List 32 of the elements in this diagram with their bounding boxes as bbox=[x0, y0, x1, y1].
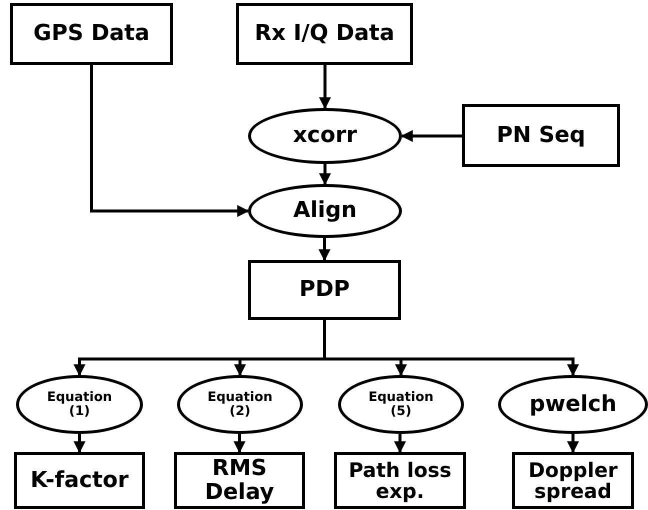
node-label: Rx I/Q Data bbox=[254, 22, 394, 46]
node-label: Equation (1) bbox=[46, 390, 114, 418]
process-box bbox=[10, 3, 173, 65]
node-label: K-factor bbox=[30, 468, 129, 492]
result-box bbox=[334, 452, 466, 509]
arrow bbox=[319, 65, 331, 110]
process-box bbox=[462, 104, 620, 167]
arrow bbox=[318, 238, 330, 262]
process-box bbox=[236, 3, 413, 65]
result-box bbox=[174, 452, 305, 509]
arrow bbox=[394, 434, 406, 454]
node-label: xcorr bbox=[292, 124, 358, 148]
node-label: pwelch bbox=[528, 392, 618, 416]
node-label: Align bbox=[292, 199, 358, 223]
node-label: Path loss exp. bbox=[348, 460, 452, 502]
arrow bbox=[319, 164, 331, 186]
node-label: GPS Data bbox=[33, 22, 150, 46]
arrow bbox=[234, 434, 246, 454]
node-label: Equation (2) bbox=[206, 390, 274, 418]
arrow bbox=[74, 434, 86, 454]
arrow bbox=[567, 434, 579, 454]
process-box bbox=[248, 260, 401, 320]
result-box bbox=[512, 452, 634, 509]
arrow bbox=[90, 65, 250, 217]
node-label: RMS Delay bbox=[204, 457, 276, 504]
result-box bbox=[14, 452, 145, 509]
node-label: Doppler spread bbox=[527, 460, 619, 502]
node-label: PN Seq bbox=[496, 124, 586, 148]
arrow bbox=[400, 130, 462, 142]
node-label: Equation (5) bbox=[367, 390, 435, 418]
node-label: PDP bbox=[299, 278, 350, 302]
arrow bbox=[323, 320, 579, 376]
